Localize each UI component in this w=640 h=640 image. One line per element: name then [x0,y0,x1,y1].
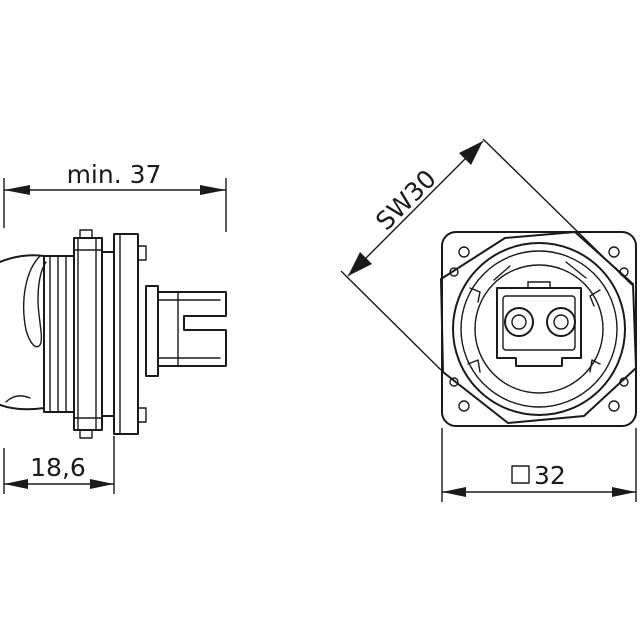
side-view: min. 37 [0,160,227,494]
front-adapter [145,285,227,377]
ring-notches [467,261,601,373]
mounting-flange [113,233,147,435]
square-symbol-icon [511,465,530,484]
panel-thread [101,251,115,417]
hex-nut [440,231,637,424]
lock-nut [73,229,103,439]
threaded-body [43,255,75,413]
left-ferrule [504,307,534,337]
middle-ring [460,250,618,408]
dimension-wrench-size: SW30 [340,138,633,371]
mounting-holes [449,246,629,412]
min-length-label: min. 37 [67,160,162,189]
cable [0,254,47,411]
inner-ring [474,264,604,394]
wrench-size-label: SW30 [370,164,442,236]
square-size-label: 32 [534,461,566,490]
dimension-min-length: min. 37 [3,160,227,232]
dimension-depth: 18,6 [3,436,115,494]
front-view: SW30 32 [340,138,637,502]
depth-label: 18,6 [30,453,86,482]
right-ferrule [546,307,576,337]
dimension-square-size: 32 [441,428,637,502]
outer-ring [452,242,626,416]
